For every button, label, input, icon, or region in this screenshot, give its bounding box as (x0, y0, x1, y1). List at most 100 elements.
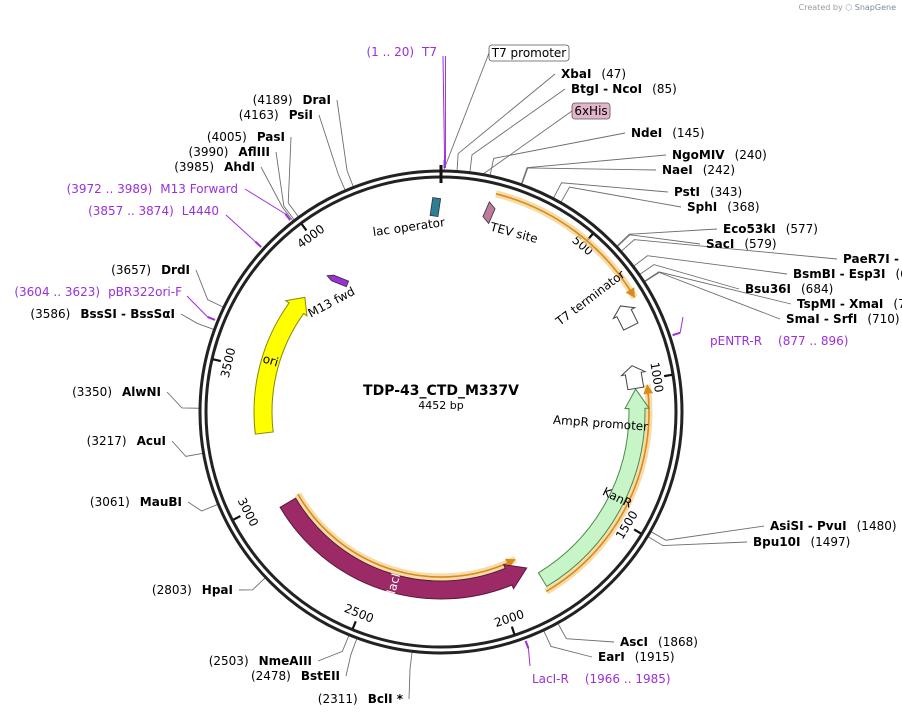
site-bsssi[interactable]: (3586)BssSI - BssSαI (30, 307, 175, 321)
pentr-r-position: (877 .. 896) (778, 334, 848, 348)
site-alwni[interactable]: (3350)AlwNI (72, 385, 161, 399)
nmeaiii-label[interactable]: (2503)NmeAIII (209, 654, 312, 668)
m13-forward-label[interactable]: (3972 .. 3989)M13 Forward (67, 182, 238, 196)
asci-label[interactable]: AscI(1868) (620, 635, 698, 649)
bsteii-label[interactable]: (2478)BstEII (251, 669, 340, 683)
site-acui[interactable]: (3217)AcuI (87, 434, 166, 448)
tev-site-marker[interactable] (481, 201, 496, 225)
tspmi-label[interactable]: TspMI - XmaI(708) (797, 297, 902, 311)
feature-laci[interactable]: lacI (279, 497, 528, 600)
site-nmeaiii[interactable]: (2503)NmeAIII (209, 654, 312, 668)
site-ngomiv[interactable]: NgoMIV(240) (672, 148, 767, 162)
btgi-ncoi-label[interactable]: BtgI - NcoI(85) (571, 82, 677, 96)
psti-position: (343) (710, 185, 742, 199)
afliii-label[interactable]: (3990)AflIII (189, 145, 270, 159)
site-maubi[interactable]: (3061)MauBI (90, 495, 182, 509)
site-psii[interactable]: (4163)PsiI (239, 108, 313, 122)
boxed-label-t7-promoter[interactable]: T7 promoter (488, 44, 570, 62)
site-psti[interactable]: PstI(343) (674, 185, 742, 199)
eco53ki-label[interactable]: Eco53kI(577) (723, 222, 818, 236)
smai-label[interactable]: SmaI - SrfI(710) (786, 312, 900, 326)
naei-label[interactable]: NaeI(242) (662, 163, 735, 177)
t7-label[interactable]: (1 .. 20)T7 (367, 45, 438, 59)
bsmbi-label[interactable]: BsmBI - Esp3I(654) (793, 267, 902, 281)
psii-label[interactable]: (4163)PsiI (239, 108, 313, 122)
site-afliii[interactable]: (3990)AflIII (189, 145, 270, 159)
feature-ampr-promoter[interactable]: AmpR promoter (553, 364, 649, 434)
site-btgi-ncoi[interactable]: BtgI - NcoI(85) (571, 82, 677, 96)
site-ahdi[interactable]: (3985)AhdI (174, 160, 255, 174)
feature-lac-operator[interactable]: lac operator (372, 197, 446, 240)
bsssi-label[interactable]: (3586)BssSI - BssSαI (30, 307, 175, 321)
pbr322ori-f-label[interactable]: (3604 .. 3623)pBR322ori-F (14, 285, 182, 299)
site-naei[interactable]: NaeI(242) (662, 163, 735, 177)
site-bsteii[interactable]: (2478)BstEII (251, 669, 340, 683)
boxed-label-6xhis[interactable]: 6xHis (571, 102, 611, 120)
paer7i-label[interactable]: PaeR7I - PspXI - XhoI(597) (843, 252, 902, 266)
bcli-label[interactable]: (2311)BclI * (318, 692, 404, 706)
site-tspmi[interactable]: TspMI - XmaI(708) (797, 297, 902, 311)
primer-pbr322ori-f[interactable]: (3604 .. 3623)pBR322ori-F (14, 285, 216, 321)
bpu10i-label[interactable]: Bpu10I(1497) (753, 535, 850, 549)
site-bpu10i[interactable]: Bpu10I(1497) (753, 535, 850, 549)
site-eco53ki[interactable]: Eco53kI(577) (723, 222, 818, 236)
site-smai[interactable]: SmaI - SrfI(710) (786, 312, 900, 326)
ori-arrow[interactable] (253, 296, 308, 435)
m13-fwd-marker[interactable] (326, 273, 350, 288)
hpai-label[interactable]: (2803)HpaI (152, 583, 233, 597)
laci-r-label[interactable]: LacI-R(1966 .. 1985) (532, 672, 671, 686)
alwni-label[interactable]: (3350)AlwNI (72, 385, 161, 399)
paer7i-leader (621, 239, 838, 260)
site-asisi[interactable]: AsiSI - PvuI(1480) (770, 519, 897, 533)
asisi-label[interactable]: AsiSI - PvuI(1480) (770, 519, 897, 533)
l4440-label[interactable]: (3857 .. 3874)L4440 (88, 204, 219, 218)
site-ndei[interactable]: NdeI(145) (631, 126, 705, 140)
smai-position: (710) (867, 312, 899, 326)
site-bsmbi[interactable]: BsmBI - Esp3I(654) (793, 267, 902, 281)
primer-t7[interactable]: (1 .. 20)T7 (367, 45, 446, 169)
drai-label[interactable]: (4189)DraI (253, 93, 331, 107)
primer-pentr-r[interactable]: pENTR-R(877 .. 896) (672, 316, 849, 348)
site-drai[interactable]: (4189)DraI (253, 93, 331, 107)
site-bcli[interactable]: (2311)BclI * (318, 692, 404, 706)
psti-label[interactable]: PstI(343) (674, 185, 742, 199)
primer-laci-r[interactable]: LacI-R(1966 .. 1985) (524, 640, 671, 686)
site-pasi[interactable]: (4005)PasI (207, 130, 285, 144)
feature-kanr[interactable]: KanR (537, 388, 650, 588)
t7-terminator-marker[interactable] (610, 301, 642, 332)
ndei-label[interactable]: NdeI(145) (631, 126, 705, 140)
feature-ori[interactable]: ori (253, 296, 308, 435)
saci-label[interactable]: SacI(579) (706, 237, 777, 251)
feature-t7-terminator[interactable]: T7 terminator (552, 267, 641, 332)
acui-label[interactable]: (3217)AcuI (87, 434, 166, 448)
ahdi-label[interactable]: (3985)AhdI (174, 160, 255, 174)
primer-m13-forward[interactable]: (3972 .. 3989)M13 Forward (67, 182, 292, 221)
ngomiv-label[interactable]: NgoMIV(240) (672, 148, 767, 162)
xbai-label[interactable]: XbaI(47) (561, 67, 626, 81)
site-bsu36i[interactable]: Bsu36I(684) (745, 282, 833, 296)
eari-label[interactable]: EarI(1915) (598, 650, 675, 664)
drdi-label[interactable]: (3657)DrdI (111, 263, 190, 277)
feature-m13-fwd[interactable]: M13 fwd (306, 273, 358, 320)
laci-arrow[interactable] (279, 497, 528, 600)
site-paer7i[interactable]: PaeR7I - PspXI - XhoI(597) (843, 252, 902, 266)
site-drdi[interactable]: (3657)DrdI (111, 263, 190, 277)
kanr-arrow[interactable] (537, 388, 650, 588)
site-asci[interactable]: AscI(1868) (620, 635, 698, 649)
pasi-label[interactable]: (4005)PasI (207, 130, 285, 144)
site-hpai[interactable]: (2803)HpaI (152, 583, 233, 597)
primer-l4440[interactable]: (3857 .. 3874)L4440 (88, 204, 262, 248)
bcli-enzyme-0: BclI * (368, 692, 404, 706)
site-eari[interactable]: EarI(1915) (598, 650, 675, 664)
pentr-r-label[interactable]: pENTR-R(877 .. 896) (710, 334, 848, 348)
site-xbai[interactable]: XbaI(47) (561, 67, 626, 81)
site-saci[interactable]: SacI(579) (706, 237, 777, 251)
sphi-enzyme-0: SphI (687, 200, 717, 214)
sphi-label[interactable]: SphI(368) (687, 200, 760, 214)
maubi-label[interactable]: (3061)MauBI (90, 495, 182, 509)
6xhis-leader (483, 110, 573, 175)
bsu36i-label[interactable]: Bsu36I(684) (745, 282, 833, 296)
ampr-promoter-marker[interactable] (619, 364, 647, 391)
lac-operator-marker[interactable] (429, 197, 442, 218)
site-sphi[interactable]: SphI(368) (687, 200, 760, 214)
